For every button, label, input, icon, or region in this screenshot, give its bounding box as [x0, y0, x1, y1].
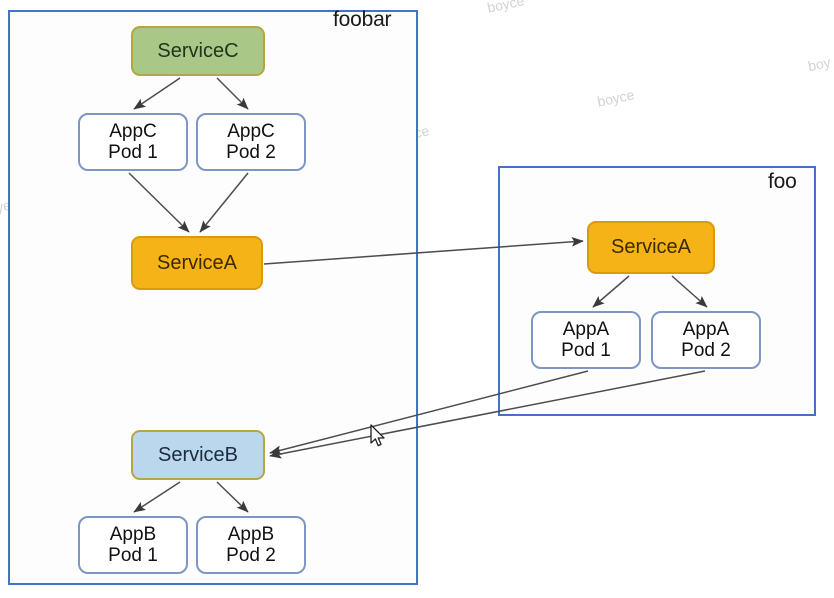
node-svc-b-foobar[interactable]: ServiceB [131, 430, 265, 480]
node-svc-a-foobar[interactable]: ServiceA [131, 236, 263, 290]
watermark-text: boy [806, 53, 832, 75]
node-label-primary: AppB [109, 523, 157, 545]
namespace-label-foobar: foobar [333, 8, 392, 31]
node-label-primary: AppA [682, 318, 730, 340]
node-label-primary: AppC [227, 120, 275, 142]
node-label-primary: AppA [562, 318, 610, 340]
node-label-secondary: Pod 2 [226, 142, 276, 163]
namespace-label-foo: foo [768, 170, 797, 193]
namespace-box-foobar[interactable] [8, 10, 418, 585]
namespace-box-foo[interactable] [498, 166, 816, 416]
node-label-secondary: Pod 1 [561, 340, 611, 361]
watermark-text: boyce [595, 86, 636, 110]
node-label-primary: AppC [109, 120, 157, 142]
node-label-primary: ServiceA [156, 251, 238, 274]
node-label-secondary: Pod 1 [108, 142, 158, 163]
node-label-primary: AppB [227, 523, 275, 545]
watermark-text: boyce [485, 0, 526, 16]
node-label-secondary: Pod 2 [226, 545, 276, 566]
node-svc-a-foo[interactable]: ServiceA [587, 221, 715, 274]
node-label-primary: ServiceC [157, 39, 239, 62]
node-label-secondary: Pod 2 [681, 340, 731, 361]
node-label-secondary: Pod 1 [108, 545, 158, 566]
node-svc-c-foobar[interactable]: ServiceC [131, 26, 265, 76]
node-label-primary: ServiceA [610, 236, 692, 259]
node-label-primary: ServiceB [157, 443, 239, 466]
